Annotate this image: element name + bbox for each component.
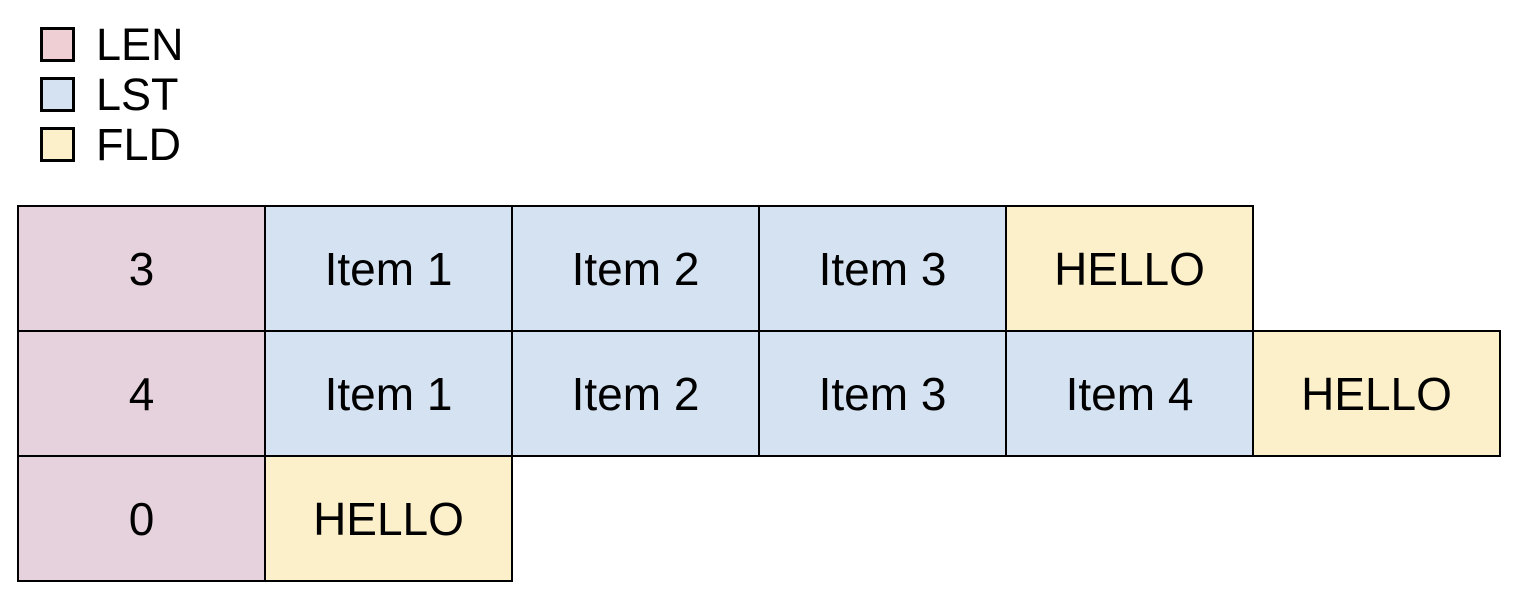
cell-fld: HELLO: [1005, 205, 1254, 332]
legend: LEN LST FLD: [40, 22, 184, 177]
legend-item-len: LEN: [40, 22, 184, 67]
cell-len: 3: [17, 205, 266, 332]
legend-label-lst: LST: [96, 69, 179, 120]
legend-swatch-fld: [40, 127, 75, 162]
legend-label-len: LEN: [96, 19, 184, 70]
cell-lst: Item 2: [511, 205, 760, 332]
legend-swatch-lst: [40, 77, 75, 112]
cell-len: 0: [17, 455, 266, 582]
legend-label-fld: FLD: [96, 119, 182, 170]
legend-item-lst: LST: [40, 72, 184, 117]
cell-fld: HELLO: [1252, 330, 1501, 457]
cell-lst: Item 1: [264, 205, 513, 332]
cell-lst: Item 3: [758, 205, 1007, 332]
cell-lst: Item 4: [1005, 330, 1254, 457]
legend-item-fld: FLD: [40, 122, 184, 167]
cell-len: 4: [17, 330, 266, 457]
cell-fld: HELLO: [264, 455, 513, 582]
cell-lst: Item 2: [511, 330, 760, 457]
cell-lst: Item 3: [758, 330, 1007, 457]
legend-swatch-len: [40, 27, 75, 62]
cell-lst: Item 1: [264, 330, 513, 457]
